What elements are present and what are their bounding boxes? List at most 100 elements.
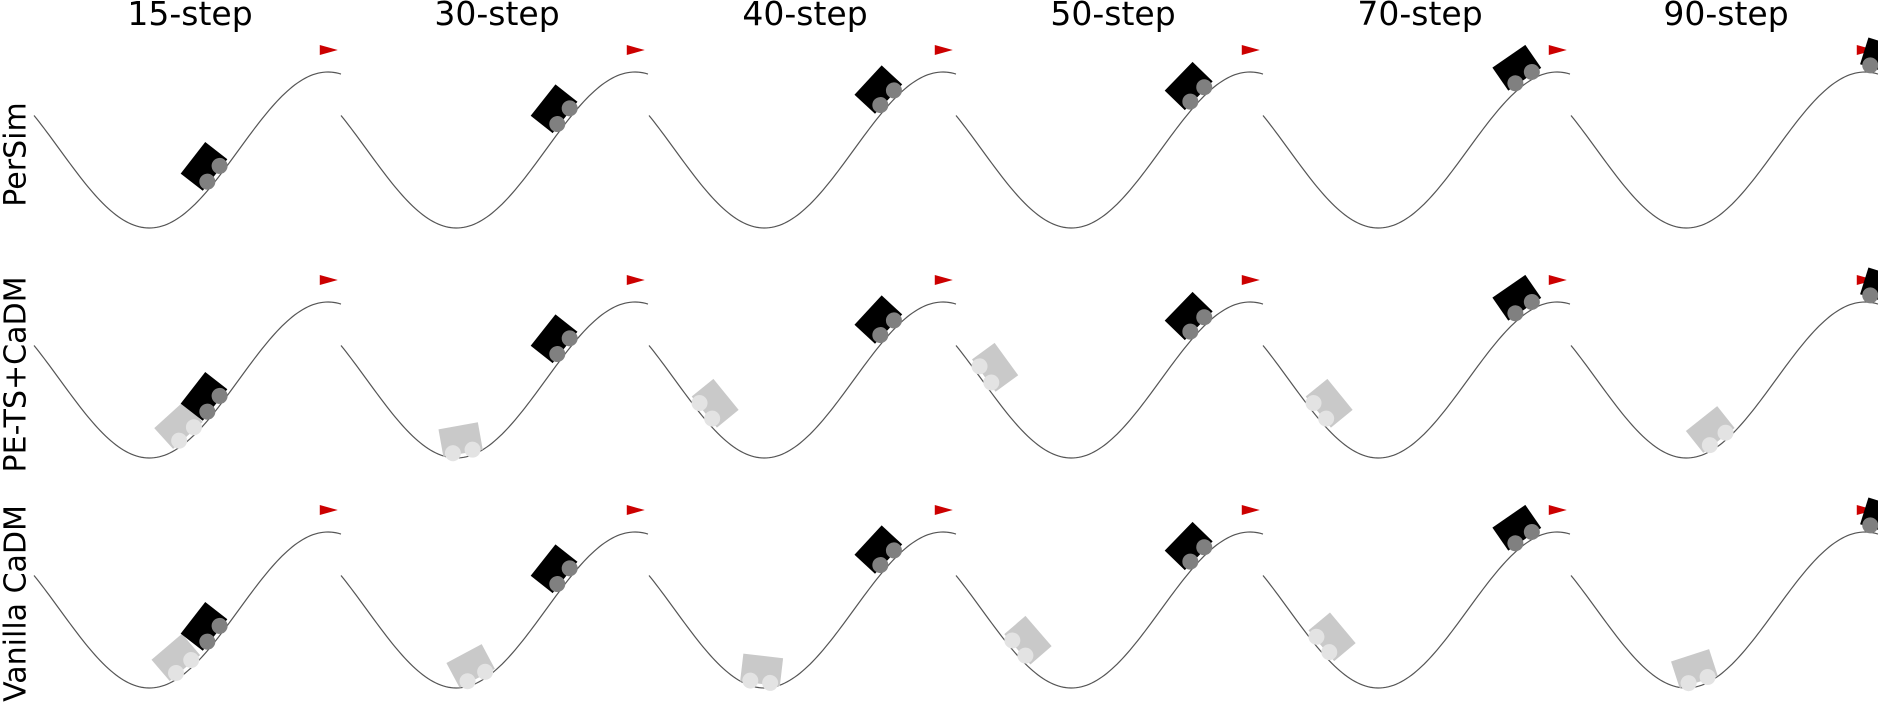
track-curve: [648, 71, 957, 229]
persim-car-wheel-1: [199, 173, 216, 190]
baseline-car-wheel-2: [183, 652, 200, 669]
goal-flag-icon: [626, 45, 645, 56]
baseline-car-body: [1308, 612, 1356, 662]
persim-car-wheel-1: [199, 633, 216, 650]
goal-flag-icon: [626, 505, 645, 516]
column-label-5: 70-step: [1357, 0, 1483, 33]
persim-car-wheel-2: [211, 387, 228, 404]
baseline-car-wheel-1: [1701, 437, 1718, 454]
row-label-3: Vanilla CaDM: [0, 505, 34, 702]
persim-car-wheel-2: [885, 542, 902, 559]
goal-flag-icon: [319, 45, 338, 56]
persim-car-wheel-2: [885, 82, 902, 99]
track-curve: [340, 531, 649, 689]
baseline-car-wheel-2: [762, 674, 779, 691]
persim-car-wheel-1: [1182, 93, 1199, 110]
track-curve: [33, 531, 342, 689]
persim-car-body: [530, 84, 578, 134]
baseline-car-body: [446, 644, 495, 688]
persim-car: [180, 372, 228, 421]
track-curve: [1570, 71, 1878, 229]
persim-car-body: [1164, 61, 1213, 111]
persim-car: [854, 525, 903, 574]
persim-car: [1492, 504, 1542, 552]
persim-car-body: [1164, 521, 1213, 571]
goal-flag-icon: [1548, 45, 1567, 56]
baseline-car-wheel-2: [1318, 410, 1335, 427]
column-label-1: 15-step: [127, 0, 253, 33]
goal-flag-icon: [1241, 275, 1260, 286]
persim-car: [180, 142, 228, 191]
baseline-car-wheel-1: [1004, 632, 1021, 649]
track-curve: [1262, 71, 1571, 229]
panel-r3-c1: [33, 505, 342, 689]
goal-flag-icon: [1241, 505, 1260, 516]
persim-car-wheel-1: [1182, 323, 1199, 340]
baseline-car-body: [691, 378, 739, 428]
column-label-6: 90-step: [1663, 0, 1789, 33]
baseline-car-wheel-2: [477, 663, 494, 680]
baseline-car-wheel-2: [1699, 668, 1716, 685]
panel-r1-c5: [1262, 44, 1571, 229]
column-label-4: 50-step: [1050, 0, 1176, 33]
persim-car: [854, 65, 903, 114]
persim-car: [1860, 37, 1878, 77]
row-label-2: PE-TS+CaDM: [0, 276, 34, 473]
panel-r1-c2: [340, 45, 649, 229]
baseline-car-body: [151, 633, 201, 682]
baseline-car: [740, 653, 784, 691]
persim-car: [1164, 521, 1213, 571]
baseline-car-body: [154, 401, 203, 449]
track-curve: [1262, 531, 1571, 689]
baseline-car-wheel-2: [1717, 424, 1734, 441]
baseline-car: [1685, 406, 1735, 454]
goal-flag-icon: [1548, 275, 1567, 286]
persim-car-wheel-1: [872, 557, 889, 574]
persim-car-body: [1492, 504, 1542, 551]
persim-car-wheel-1: [1862, 57, 1878, 74]
panel-r3-c5: [1262, 504, 1571, 689]
baseline-car-wheel-1: [171, 432, 188, 449]
persim-car-wheel-1: [1507, 535, 1524, 552]
panel-r1-c4: [955, 45, 1264, 229]
persim-car-wheel-2: [885, 312, 902, 329]
persim-car-wheel-1: [549, 346, 566, 363]
baseline-car-wheel-1: [459, 673, 476, 690]
persim-car-wheel-1: [1862, 517, 1878, 534]
persim-car-wheel-2: [1196, 79, 1213, 96]
goal-flag-icon: [934, 45, 953, 56]
persim-car-body: [1492, 44, 1542, 91]
track-curve: [955, 531, 1264, 689]
panel-r2-c5: [1262, 274, 1571, 459]
persim-car: [1860, 497, 1878, 537]
track-curve: [1570, 301, 1878, 459]
panel-r2-c3: [648, 275, 957, 459]
persim-car: [1164, 291, 1213, 341]
baseline-car: [154, 401, 203, 449]
persim-car-wheel-2: [211, 157, 228, 174]
persim-car: [1164, 61, 1213, 111]
track-curve: [1570, 531, 1878, 689]
persim-car-body: [854, 525, 903, 574]
persim-car-wheel-2: [1196, 309, 1213, 326]
baseline-car: [1305, 378, 1353, 428]
persim-car-wheel-1: [1862, 287, 1878, 304]
persim-car-wheel-1: [872, 97, 889, 114]
baseline-car-wheel-1: [167, 665, 184, 682]
persim-car: [180, 602, 228, 651]
persim-car-wheel-2: [1523, 523, 1540, 540]
goal-flag-icon: [1241, 45, 1260, 56]
panel-r2-c1: [33, 275, 342, 459]
panel-r1-c3: [648, 45, 957, 229]
persim-car: [1492, 44, 1542, 92]
persim-car-wheel-1: [549, 576, 566, 593]
persim-car-wheel-1: [1182, 553, 1199, 570]
persim-car-wheel-2: [1523, 293, 1540, 310]
persim-car-wheel-1: [549, 116, 566, 133]
track-curve: [33, 71, 342, 229]
persim-car-wheel-2: [561, 100, 578, 117]
goal-flag-icon: [319, 275, 338, 286]
persim-car: [1492, 274, 1542, 322]
persim-car-body: [530, 314, 578, 364]
baseline-car-wheel-2: [1321, 644, 1338, 661]
